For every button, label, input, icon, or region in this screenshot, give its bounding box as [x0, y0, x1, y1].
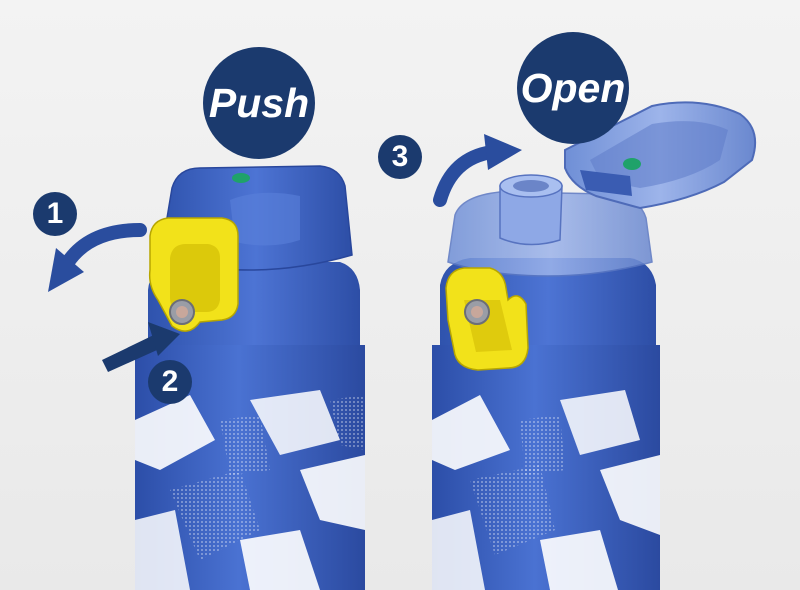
arrow-push-button — [102, 322, 180, 372]
spout — [499, 185, 563, 246]
open-lid-flap — [564, 101, 756, 210]
step-2-badge: 2 — [148, 360, 192, 404]
bottle-right — [432, 101, 756, 590]
open-label-bubble: Open — [517, 32, 629, 144]
open-label: Open — [520, 64, 626, 111]
yellow-latch-left — [148, 217, 239, 332]
push-label: Push — [208, 79, 310, 126]
arrow-rotate-latch — [48, 223, 147, 292]
step-3-badge: 3 — [378, 135, 422, 179]
arrow-open-lid — [433, 134, 522, 207]
bottle-right-camo-pattern — [432, 390, 660, 590]
step-1-number: 1 — [46, 197, 64, 230]
step-1-badge: 1 — [33, 192, 77, 236]
green-button-icon-open — [623, 158, 641, 170]
green-button-icon — [232, 173, 250, 183]
bottle-left — [48, 165, 365, 590]
step-2-number: 2 — [161, 365, 179, 398]
bottle-left-camo-pattern — [135, 390, 365, 590]
yellow-latch-right — [445, 267, 529, 371]
push-label-bubble: Push — [203, 47, 315, 159]
step-3-number: 3 — [391, 140, 409, 173]
